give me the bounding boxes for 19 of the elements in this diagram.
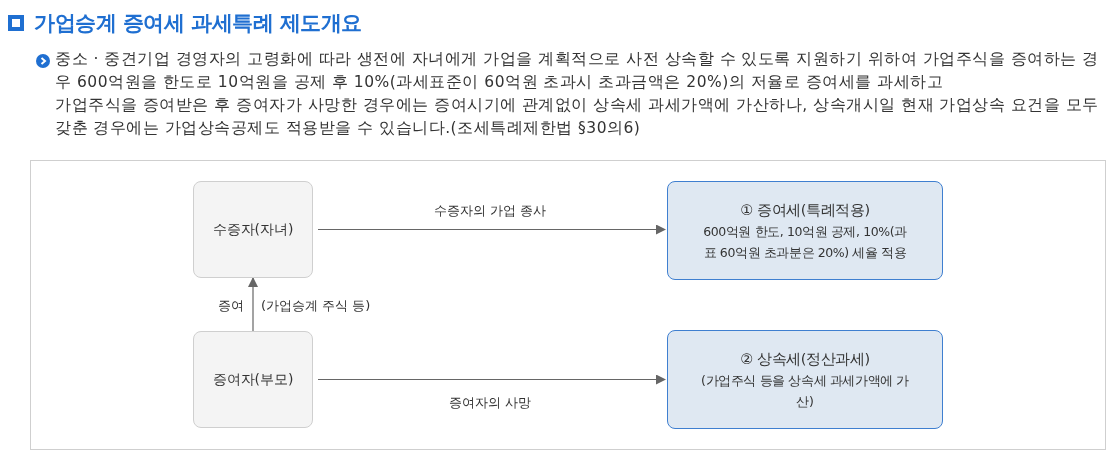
person-box	[193, 181, 313, 278]
person-box	[193, 331, 313, 428]
edge-label: 증여자의 사망	[447, 394, 534, 412]
box-text: (가업주식 등을 상속세 과세가액에 가산)	[700, 371, 910, 411]
arrow	[317, 374, 666, 385]
tax-box	[667, 330, 943, 429]
title: 가업승계 증여세 과세특례 제도개요	[34, 10, 362, 37]
arrow	[248, 277, 258, 332]
box-label: 수증자(자녀)	[212, 220, 294, 239]
box-label: 증여자(부모)	[212, 370, 294, 389]
box-heading: ① 증여세(특례적용)	[740, 200, 870, 220]
box-text: 600억원 한도, 10억원 공제, 10%(과표 60억원 초과분은 20%) 세율 적용	[702, 222, 908, 262]
box-heading: ② 상속세(정산과세)	[740, 349, 870, 369]
edge-note: (가업승계 주식 등)	[259, 297, 373, 315]
edge-label: 수증자의 가업 종사	[432, 202, 549, 220]
tax-box	[667, 181, 943, 280]
description-text: 중소 · 중견기업 경영자의 고령화에 따라 생전에 자녀에게 가업을 계획적으로 사전 상속할 수 있도록 지원하기 위하여 가업주식을 증여하는 경우 600억원을 한도로 10억원을 공제 후 10%(과세표준이 60억원 초과시 초과금액은 20%)의 저율로 증여세를 과세하고	[55, 49, 1100, 93]
description-text: 가업주식을 증여받은 후 증여자가 사망한 경우에는 증여시기에 관계없이 상속세 과세가액에 가산하나, 상속개시일 현재 가업상속 요건을 모두 갖춘 경우에는 가업상속공제도 적용받을 수 있습니다.(조세특례제한법 §30의6)	[55, 95, 1100, 139]
arrow	[317, 224, 666, 235]
